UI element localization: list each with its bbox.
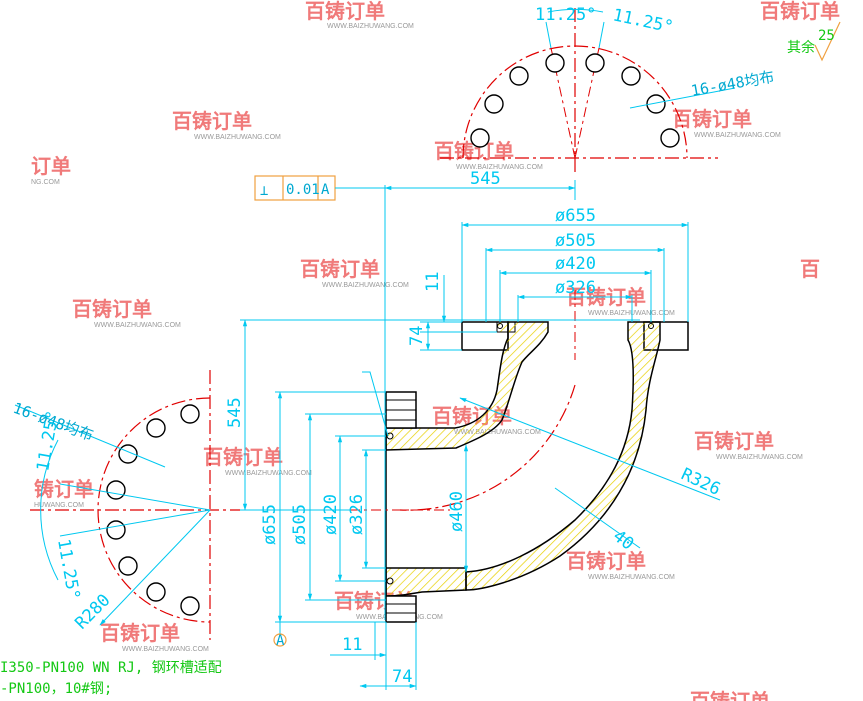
notes: I350-PN100 WN RJ, 钢环槽适配 -PN100，10#钢; bbox=[0, 660, 222, 697]
tolerance-datum: A bbox=[321, 182, 330, 198]
bolt-hole bbox=[146, 582, 166, 602]
watermark-logo: 百铸订单 bbox=[566, 549, 646, 573]
watermark-url: WWW.BAIZHUWANG.COM bbox=[194, 134, 281, 141]
watermark-url: WWW.BAIZHUWANG.COM bbox=[716, 454, 803, 461]
dim-505-top: ø505 bbox=[555, 231, 596, 251]
bolt-hole bbox=[646, 94, 666, 114]
bottom-hub-section bbox=[385, 567, 467, 597]
watermark-logo: 百铸订单 bbox=[203, 445, 283, 469]
watermark-url: WWW.BAIZHUWANG.COM bbox=[322, 282, 409, 289]
watermark-url-partial: HUWANG.COM bbox=[34, 502, 84, 509]
ring-groove-icon bbox=[386, 432, 394, 440]
bolt-hole bbox=[118, 556, 138, 576]
tolerance-value: 0.01 bbox=[286, 182, 320, 198]
note-line-1: I350-PN100 WN RJ, 钢环槽适配 bbox=[0, 660, 222, 676]
bolt-hole bbox=[660, 128, 680, 148]
angle-label: 11.25° bbox=[535, 5, 596, 25]
roughness-value: 25 bbox=[818, 28, 835, 44]
bend-centerline bbox=[399, 384, 576, 511]
bolt-hole bbox=[621, 66, 641, 86]
bolt-hole bbox=[470, 128, 490, 148]
leader-line bbox=[629, 87, 736, 109]
watermark-url: WWW.BAIZHUWANG.COM bbox=[94, 322, 181, 329]
watermark-url: WWW.BAIZHUWANG.COM bbox=[454, 429, 541, 436]
watermark-url: WWW.BAIZHUWANG.COM bbox=[694, 132, 781, 139]
datum-label: A bbox=[276, 633, 285, 649]
bolt-hole bbox=[180, 596, 200, 616]
inner-wall-section bbox=[385, 321, 549, 451]
bolt-hole bbox=[509, 66, 529, 86]
bolt-hole bbox=[585, 53, 605, 73]
watermark-logo-partial: 订单 bbox=[31, 154, 71, 178]
dim-r326: R326 bbox=[678, 464, 724, 499]
bolt-hole bbox=[106, 520, 126, 540]
dim-545-horizontal: 545 bbox=[470, 169, 501, 189]
watermark-logo: 百铸订单 bbox=[672, 107, 752, 131]
watermark-url: WWW.BAIZHUWANG.COM bbox=[122, 646, 209, 653]
tolerance-frame: ⊥ 0.01 A bbox=[254, 175, 385, 201]
dim-74-top: 74 bbox=[407, 326, 427, 346]
elbow-body bbox=[350, 290, 689, 623]
bolt-hole bbox=[545, 53, 565, 73]
watermark-url: WWW.BAIZHUWANG.COM bbox=[456, 164, 543, 171]
roughness-symbol: 其余 25 bbox=[787, 21, 841, 62]
dim-505-left: ø505 bbox=[290, 504, 310, 545]
dimensions-left: 545 ø655 ø505 ø420 ø326 ø460 A bbox=[225, 319, 640, 649]
dim-74-bottom: 74 bbox=[392, 667, 412, 687]
dim-11-top: 11 bbox=[423, 272, 443, 292]
hole-note: 16-ø48均布 bbox=[690, 68, 776, 100]
bolt-hole bbox=[180, 404, 200, 424]
watermark-logo: 百铸订单 bbox=[690, 689, 770, 701]
watermark-logo: 百铸订单 bbox=[100, 621, 180, 645]
ring-groove-icon bbox=[386, 577, 394, 585]
dim-11-bottom: 11 bbox=[342, 635, 362, 655]
datum-marker bbox=[273, 633, 287, 647]
bolt-hole bbox=[106, 480, 126, 500]
roughness-note: 其余 bbox=[787, 39, 815, 56]
watermark-logo: 百铸订单 bbox=[760, 0, 840, 23]
watermark-url: WWW.BAIZHUWANG.COM bbox=[225, 470, 312, 477]
dim-545-vertical: 545 bbox=[225, 397, 245, 428]
roughness-check-icon bbox=[814, 21, 841, 62]
watermark-layer: 百铸订单 WWW.BAIZHUWANG.COM 百铸订单 百铸订单 WWW.BA… bbox=[31, 0, 840, 701]
watermark-url: WWW.BAIZHUWANG.COM bbox=[588, 574, 675, 581]
dim-420-top: ø420 bbox=[555, 254, 596, 274]
watermark-logo: 百铸订单 bbox=[300, 257, 380, 281]
watermark-logo-edge: 百 bbox=[800, 257, 820, 281]
angle-label: 11.25° bbox=[611, 5, 675, 37]
dim-655-left: ø655 bbox=[260, 504, 280, 545]
dim-460: ø460 bbox=[447, 491, 467, 532]
watermark-logo-partial: 铸订单 bbox=[34, 477, 94, 501]
perpendicularity-icon: ⊥ bbox=[260, 183, 268, 199]
dim-326-top: ø326 bbox=[555, 278, 596, 298]
angle-label: 11.25° bbox=[53, 537, 83, 601]
left-flange-bottom bbox=[385, 595, 417, 623]
dimensions-bottom: 11 74 bbox=[330, 622, 417, 690]
bolt-holes-top bbox=[470, 53, 680, 148]
angle-arc bbox=[547, 8, 604, 13]
dim-655-top: ø655 bbox=[555, 206, 596, 226]
bolt-hole bbox=[146, 418, 166, 438]
dimensions-top: 545 ø655 ø505 ø420 ø326 11 74 bbox=[384, 169, 689, 620]
watermark-logo: 百铸订单 bbox=[305, 0, 385, 23]
note-line-2: -PN100，10#钢; bbox=[0, 681, 112, 697]
watermark-logo: 百铸订单 bbox=[694, 429, 774, 453]
bolt-hole bbox=[484, 94, 504, 114]
watermark-logo: 百铸订单 bbox=[172, 109, 252, 133]
ring-groove-icon bbox=[648, 323, 654, 329]
dim-326-left: ø326 bbox=[347, 494, 367, 535]
dim-420-left: ø420 bbox=[321, 494, 341, 535]
watermark-url-partial: NG.COM bbox=[31, 179, 60, 186]
ring-groove-icon bbox=[497, 323, 503, 329]
watermark-logo: 百铸订单 bbox=[72, 297, 152, 321]
watermark-url: WWW.BAIZHUWANG.COM bbox=[327, 23, 414, 30]
